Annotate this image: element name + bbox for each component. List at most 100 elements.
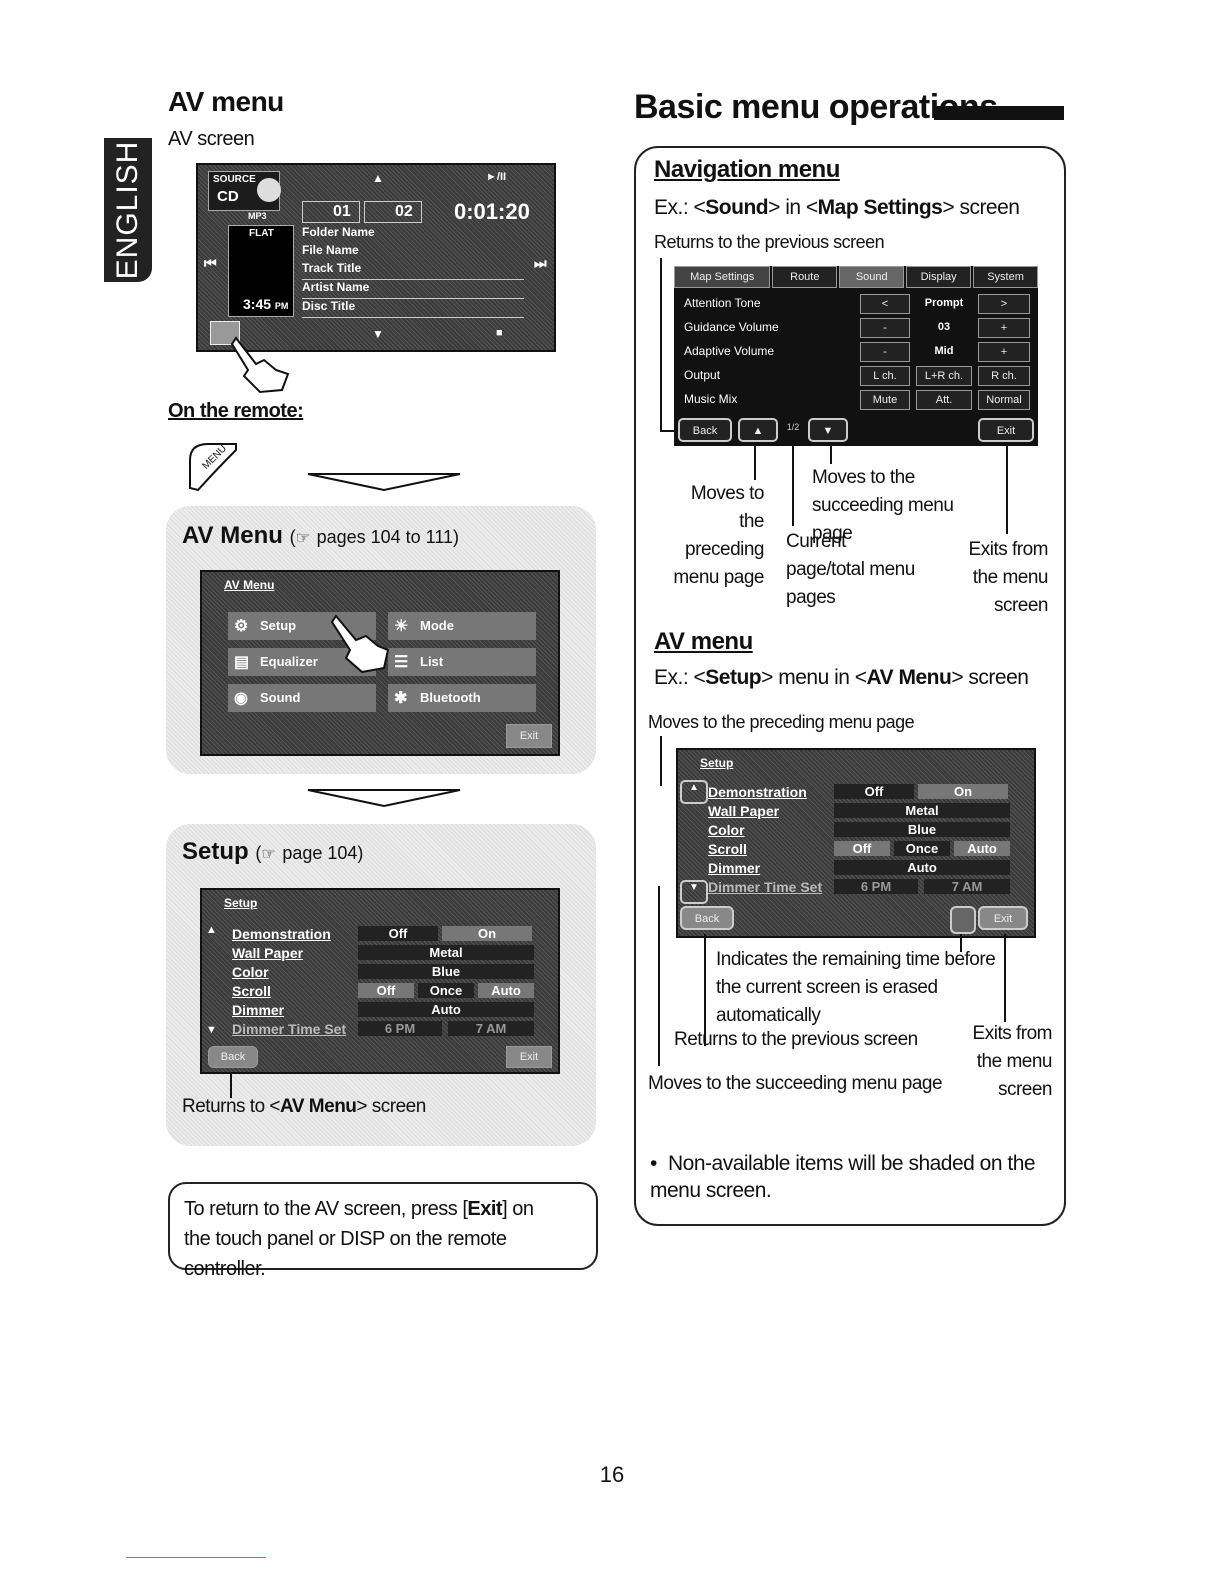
page-down-button[interactable]: ▼ — [808, 418, 848, 442]
nav-row-right-button[interactable]: > — [978, 294, 1030, 314]
nav-row-left-button[interactable]: L ch. — [860, 366, 910, 386]
setup-row-label[interactable]: Scroll — [708, 841, 747, 857]
setup-row-value[interactable]: Once — [418, 983, 474, 998]
source-box: SOURCE CD — [208, 171, 281, 211]
menu-item-bluetooth-label: Bluetooth — [420, 690, 481, 705]
nav-row-right-button[interactable]: + — [978, 318, 1030, 338]
setup-screen-title: Setup — [224, 896, 258, 910]
setup-row-value[interactable]: On — [918, 784, 1008, 799]
av-screen-subheading: AV screen — [168, 128, 255, 150]
source-label: SOURCE — [213, 174, 256, 185]
nav-row-label: Guidance Volume — [684, 320, 779, 334]
prev-icon[interactable]: ⏮ — [204, 255, 217, 271]
note-prefix: Returns to < — [182, 1096, 281, 1117]
page-up-button[interactable]: ▲ — [738, 418, 778, 442]
bullet-dot: • — [650, 1152, 657, 1175]
menu-touch-button[interactable] — [210, 321, 240, 345]
nav-row-value[interactable]: Att. — [916, 390, 972, 410]
ann-exit: Exits from the menu screen — [968, 539, 1049, 616]
setup-row-label[interactable]: Color — [232, 964, 269, 980]
folder-number-box: 01 — [302, 201, 360, 223]
setup-row-label[interactable]: Demonstration — [232, 926, 331, 942]
nav-row-right-button[interactable]: Normal — [978, 390, 1030, 410]
setup-row-label[interactable]: Wall Paper — [708, 803, 780, 819]
callout-line — [960, 934, 962, 952]
setup-row-value[interactable]: Off — [358, 926, 438, 941]
ann-preceding: Moves to the preceding menu page — [673, 483, 764, 588]
av-menu-panel-title: AV Menu — [182, 522, 283, 549]
stop-icon[interactable]: ■ — [496, 327, 503, 339]
nav-row-left-button[interactable]: - — [860, 318, 910, 338]
page-down-icon[interactable]: ▼ — [206, 1024, 217, 1036]
gear-icon: ⚙ — [234, 618, 249, 635]
setup-row-value[interactable]: Auto — [478, 983, 534, 998]
ann-current-page: Current page/total menu pages — [786, 531, 915, 608]
ann-returns: Returns to the previous screen — [674, 1029, 918, 1050]
setup-row-value[interactable]: Off — [834, 784, 914, 799]
exit-button[interactable]: Exit — [978, 418, 1034, 442]
setup-row-label[interactable]: Demonstration — [708, 784, 807, 800]
tab-system[interactable]: System — [973, 266, 1038, 288]
back-button[interactable]: Back — [680, 906, 734, 930]
up-arrow-icon[interactable]: ▲ — [372, 171, 384, 185]
menu-item-list[interactable]: List☰ — [388, 648, 536, 676]
page-up-icon[interactable]: ▲ — [206, 924, 217, 936]
tab-route[interactable]: Route — [772, 266, 838, 288]
nav-row-left-button[interactable]: Mute — [860, 390, 910, 410]
exit-button[interactable]: Exit — [978, 906, 1028, 930]
nav-row-right-button[interactable]: + — [978, 342, 1030, 362]
setup-row-value[interactable]: Auto — [358, 1002, 534, 1017]
setup-row-label[interactable]: Dimmer — [232, 1002, 285, 1018]
setup-row-value[interactable]: Once — [894, 841, 950, 856]
ex-suffix: > screen — [942, 196, 1020, 219]
nav-example: Ex.: <Sound> in <Map Settings> screen — [654, 196, 1020, 220]
setup-row-value[interactable]: Off — [358, 983, 414, 998]
back-button[interactable]: Back — [208, 1046, 258, 1068]
exit-button[interactable]: Exit — [506, 1046, 552, 1068]
setup-row-value[interactable]: Off — [834, 841, 890, 856]
setup-row-label[interactable]: Color — [708, 822, 745, 838]
menu-item-bluetooth[interactable]: Bluetooth ✱ — [388, 684, 536, 712]
bluetooth-icon: ✱ — [394, 690, 408, 707]
page-down-button[interactable]: ▼ — [680, 880, 708, 904]
mode-icon: ☀ — [394, 618, 409, 635]
page-up-button[interactable]: ▲ — [680, 780, 708, 804]
tab-map-settings[interactable]: Map Settings — [674, 266, 771, 288]
nav-row-value: 03 — [937, 321, 951, 333]
setup-row-value: 6 PM — [834, 879, 918, 894]
play-pause-button[interactable]: ►/II — [486, 171, 507, 183]
setup-row-value[interactable]: Blue — [834, 822, 1010, 837]
track-number: 02 — [395, 203, 413, 220]
nav-row-value[interactable]: L+R ch. — [916, 366, 972, 386]
ann-av-exit: Exits from the menu screen — [972, 1023, 1053, 1100]
setup-row-value[interactable]: Metal — [834, 803, 1010, 818]
nav-row-right-button[interactable]: R ch. — [978, 366, 1030, 386]
page-number: 16 — [599, 1462, 625, 1487]
setup-row-label[interactable]: Scroll — [232, 983, 271, 999]
menu-item-sound[interactable]: Sound◉ — [228, 684, 376, 712]
clock-suffix: PM — [274, 301, 289, 311]
nav-row-left-button[interactable]: - — [860, 342, 910, 362]
down-arrow-icon[interactable]: ▼ — [372, 327, 384, 341]
callout-line — [658, 886, 660, 1066]
tab-display[interactable]: Display — [906, 266, 972, 288]
nav-row-left-button[interactable]: < — [860, 294, 910, 314]
setup-row-value[interactable]: Blue — [358, 964, 534, 979]
av-example: Ex.: <Setup> menu in <AV Menu> screen — [654, 666, 1029, 690]
tip-box: To return to the AV screen, press [Exit]… — [168, 1182, 598, 1280]
menu-item-mode[interactable]: Mode☀ — [388, 612, 536, 640]
setup-row-value[interactable]: On — [442, 926, 532, 941]
setup-row-value: 6 PM — [358, 1021, 442, 1036]
setup-row-value[interactable]: Metal — [358, 945, 534, 960]
exit-button[interactable]: Exit — [506, 724, 552, 748]
tab-sound[interactable]: Sound — [839, 266, 905, 288]
back-button[interactable]: Back — [678, 418, 732, 442]
next-icon[interactable]: ⏭ — [534, 255, 547, 271]
setup-row-value[interactable]: Auto — [954, 841, 1010, 856]
setup-row-value[interactable]: Auto — [834, 860, 1010, 875]
setup-back-note: Returns to <AV Menu> screen — [182, 1096, 426, 1118]
setup-row-label[interactable]: Wall Paper — [232, 945, 304, 961]
setup-row-label[interactable]: Dimmer — [708, 860, 761, 876]
track-number-box: 02 — [364, 201, 422, 223]
setup-panel-title-line: Setup (☞ page 104) — [182, 838, 363, 866]
